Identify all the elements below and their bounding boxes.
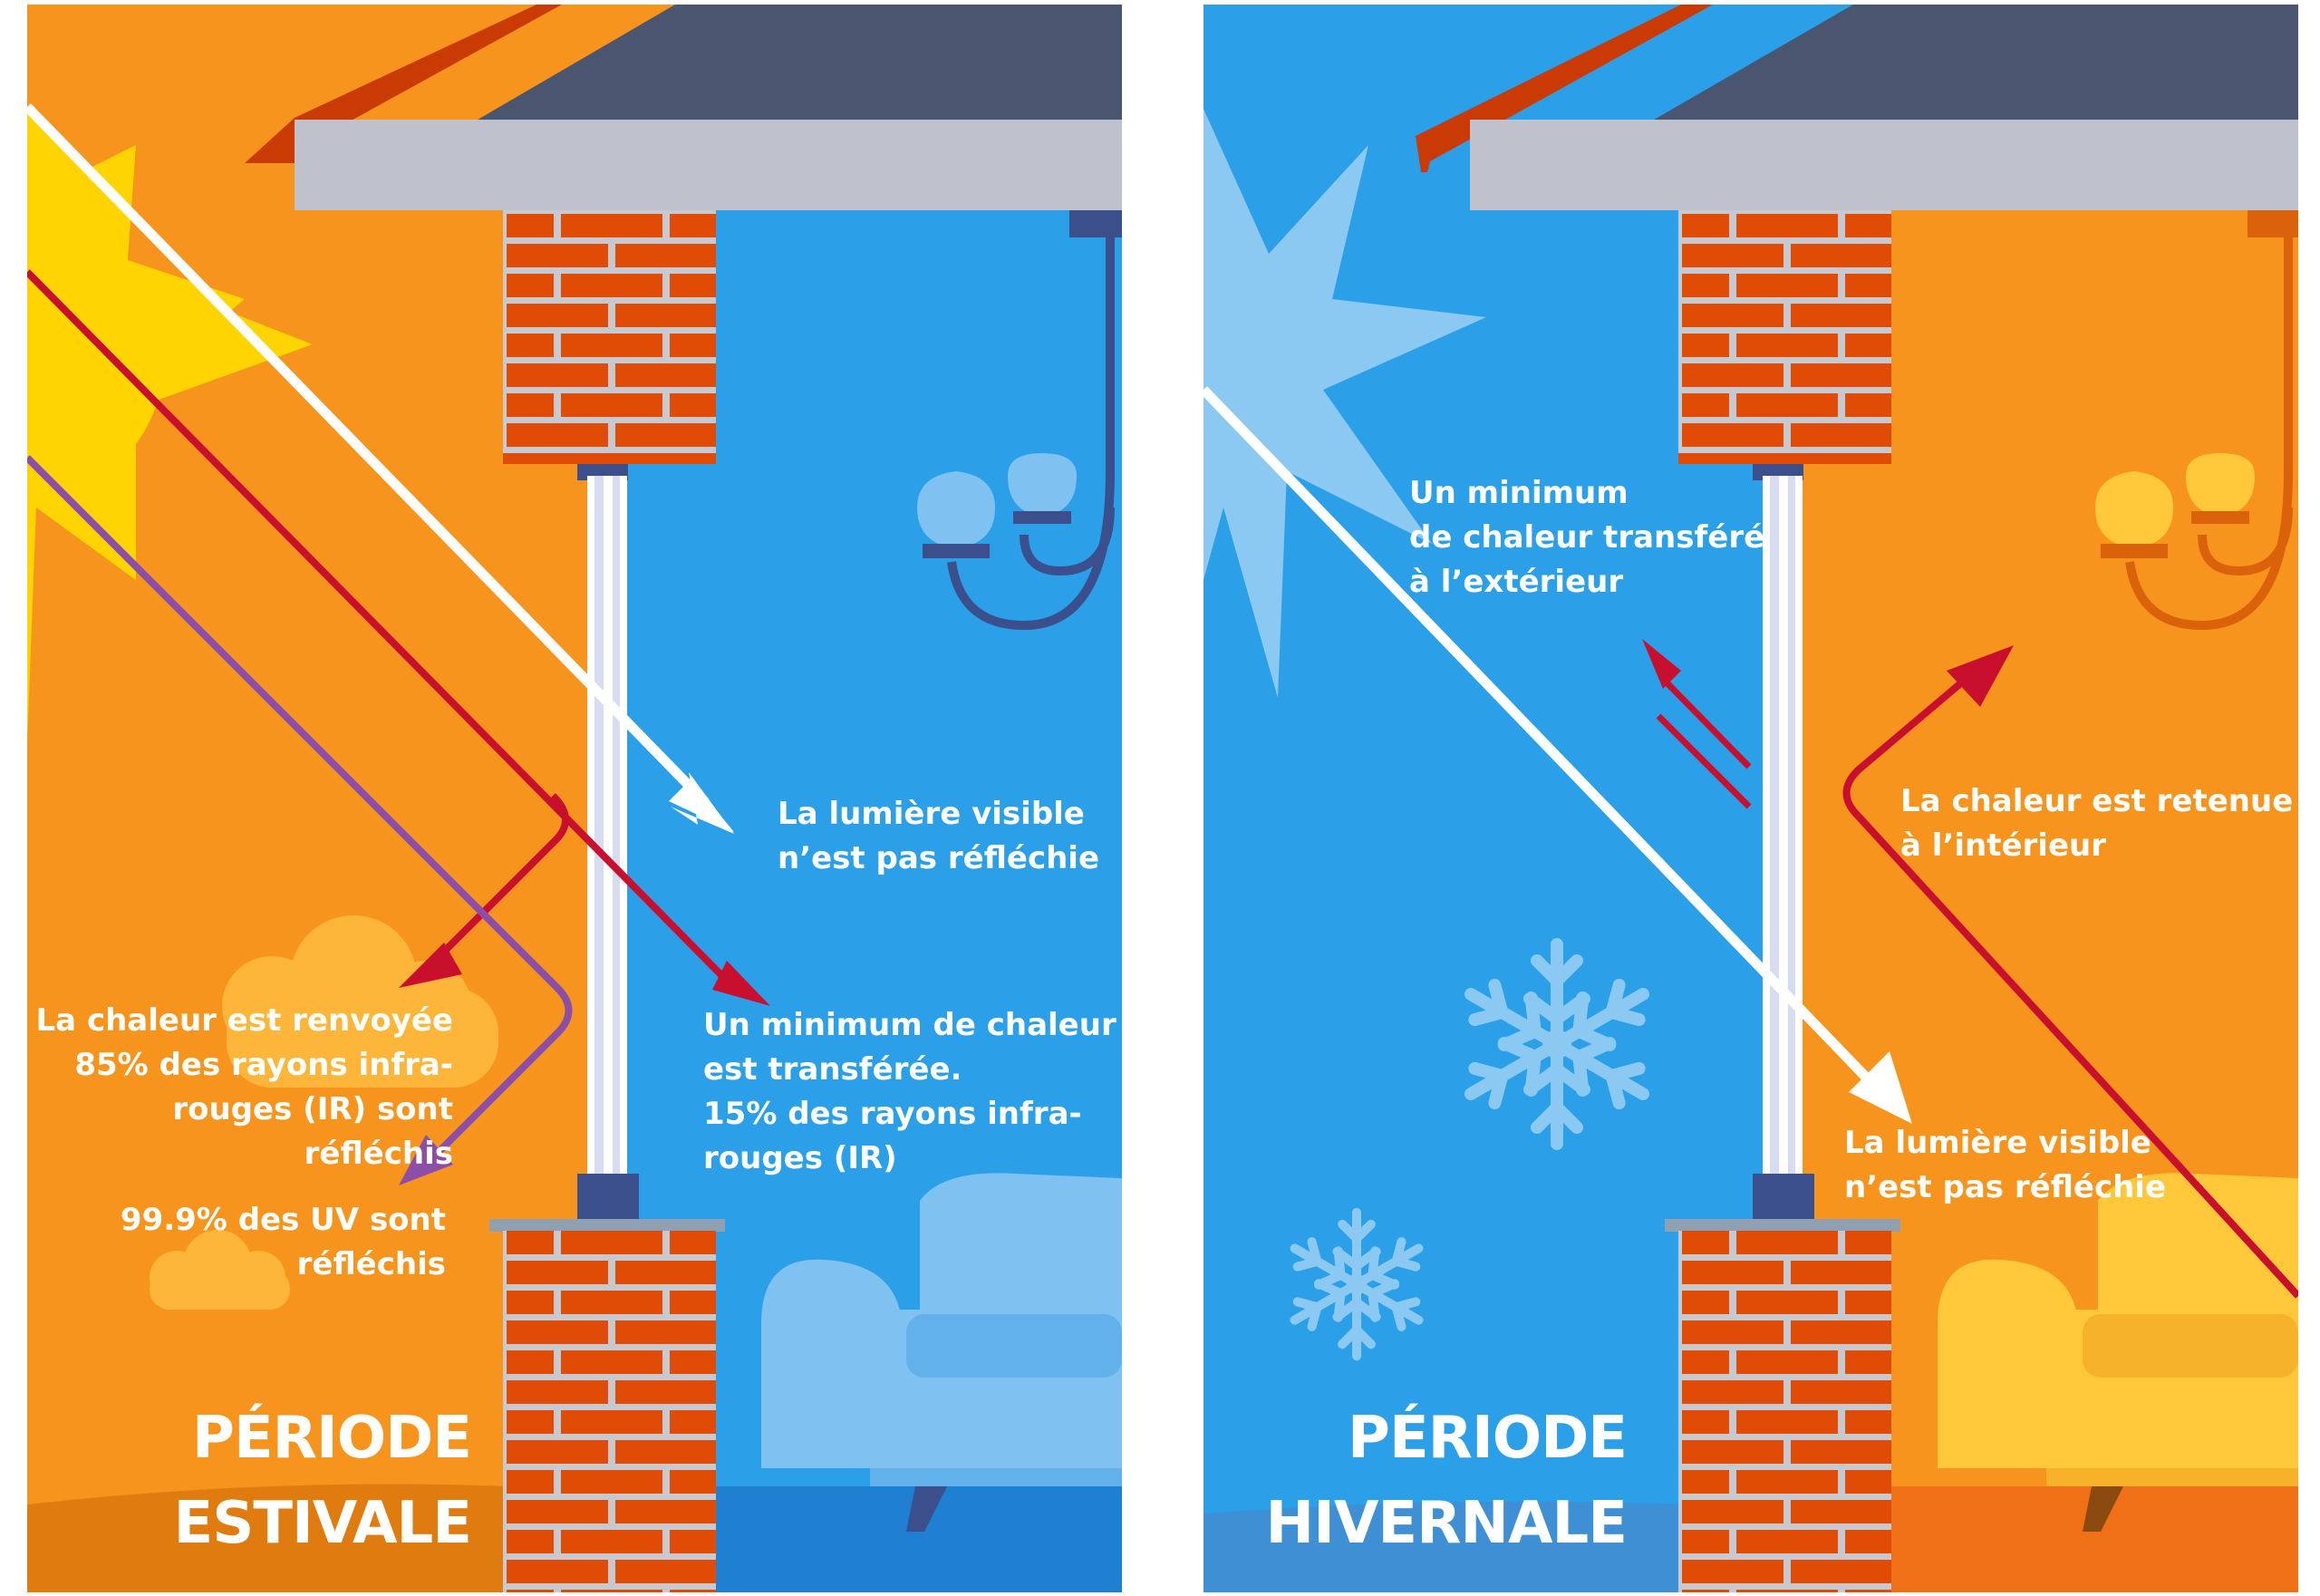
brick-wall-icon (1678, 210, 1891, 1592)
roof-icon (1416, 5, 2298, 210)
heat-arrow (27, 269, 770, 1006)
cold-sun-icon (1204, 109, 1486, 698)
uv-arrow (27, 455, 573, 1185)
cloud-icon (222, 915, 498, 1088)
summer-visible-light-label: La lumière visible n’est pas réfléchie (778, 796, 1100, 876)
cloud-icon (150, 1230, 290, 1310)
heat-out-arrow (1642, 639, 1752, 809)
brick-wall-icon (503, 210, 716, 1592)
visible-light-arrow (27, 103, 734, 834)
summer-heat-returned-label: La chaleur est renvoyée 85% des rayons i… (35, 1002, 454, 1172)
sun-icon (27, 109, 313, 743)
summer-panel (27, 5, 1122, 1592)
winter-visible-light-label: La lumière visible n’est pas réfléchie (1844, 1125, 2167, 1205)
window-icon (1665, 453, 1900, 1232)
summer-min-heat-label: Un minimum de chaleur est transférée. 15… (703, 1007, 1116, 1176)
sofa-icon (761, 1173, 1122, 1532)
winter-min-heat-out-label: Un minimum de chaleur transféré à l’exté… (1409, 475, 1765, 600)
chandelier-icon (2095, 210, 2298, 631)
heat-retained-arrow (1842, 645, 2298, 1299)
winter-title: PÉRIODE HIVERNALE (1265, 1405, 1629, 1557)
summer-title: PÉRIODE ESTIVALE (173, 1405, 473, 1557)
window-icon (489, 453, 725, 1232)
winter-heat-retained-label: La chaleur est retenue à l’intérieur (1900, 783, 2294, 864)
winter-panel (1204, 5, 2298, 1592)
roof-icon (245, 5, 1122, 210)
sofa-icon (1938, 1173, 2298, 1532)
visible-light-arrow (1204, 386, 1912, 1124)
summer-uv-label: 99.9% des UV sont réfléchis (120, 1202, 446, 1282)
chandelier-icon (917, 210, 1122, 631)
